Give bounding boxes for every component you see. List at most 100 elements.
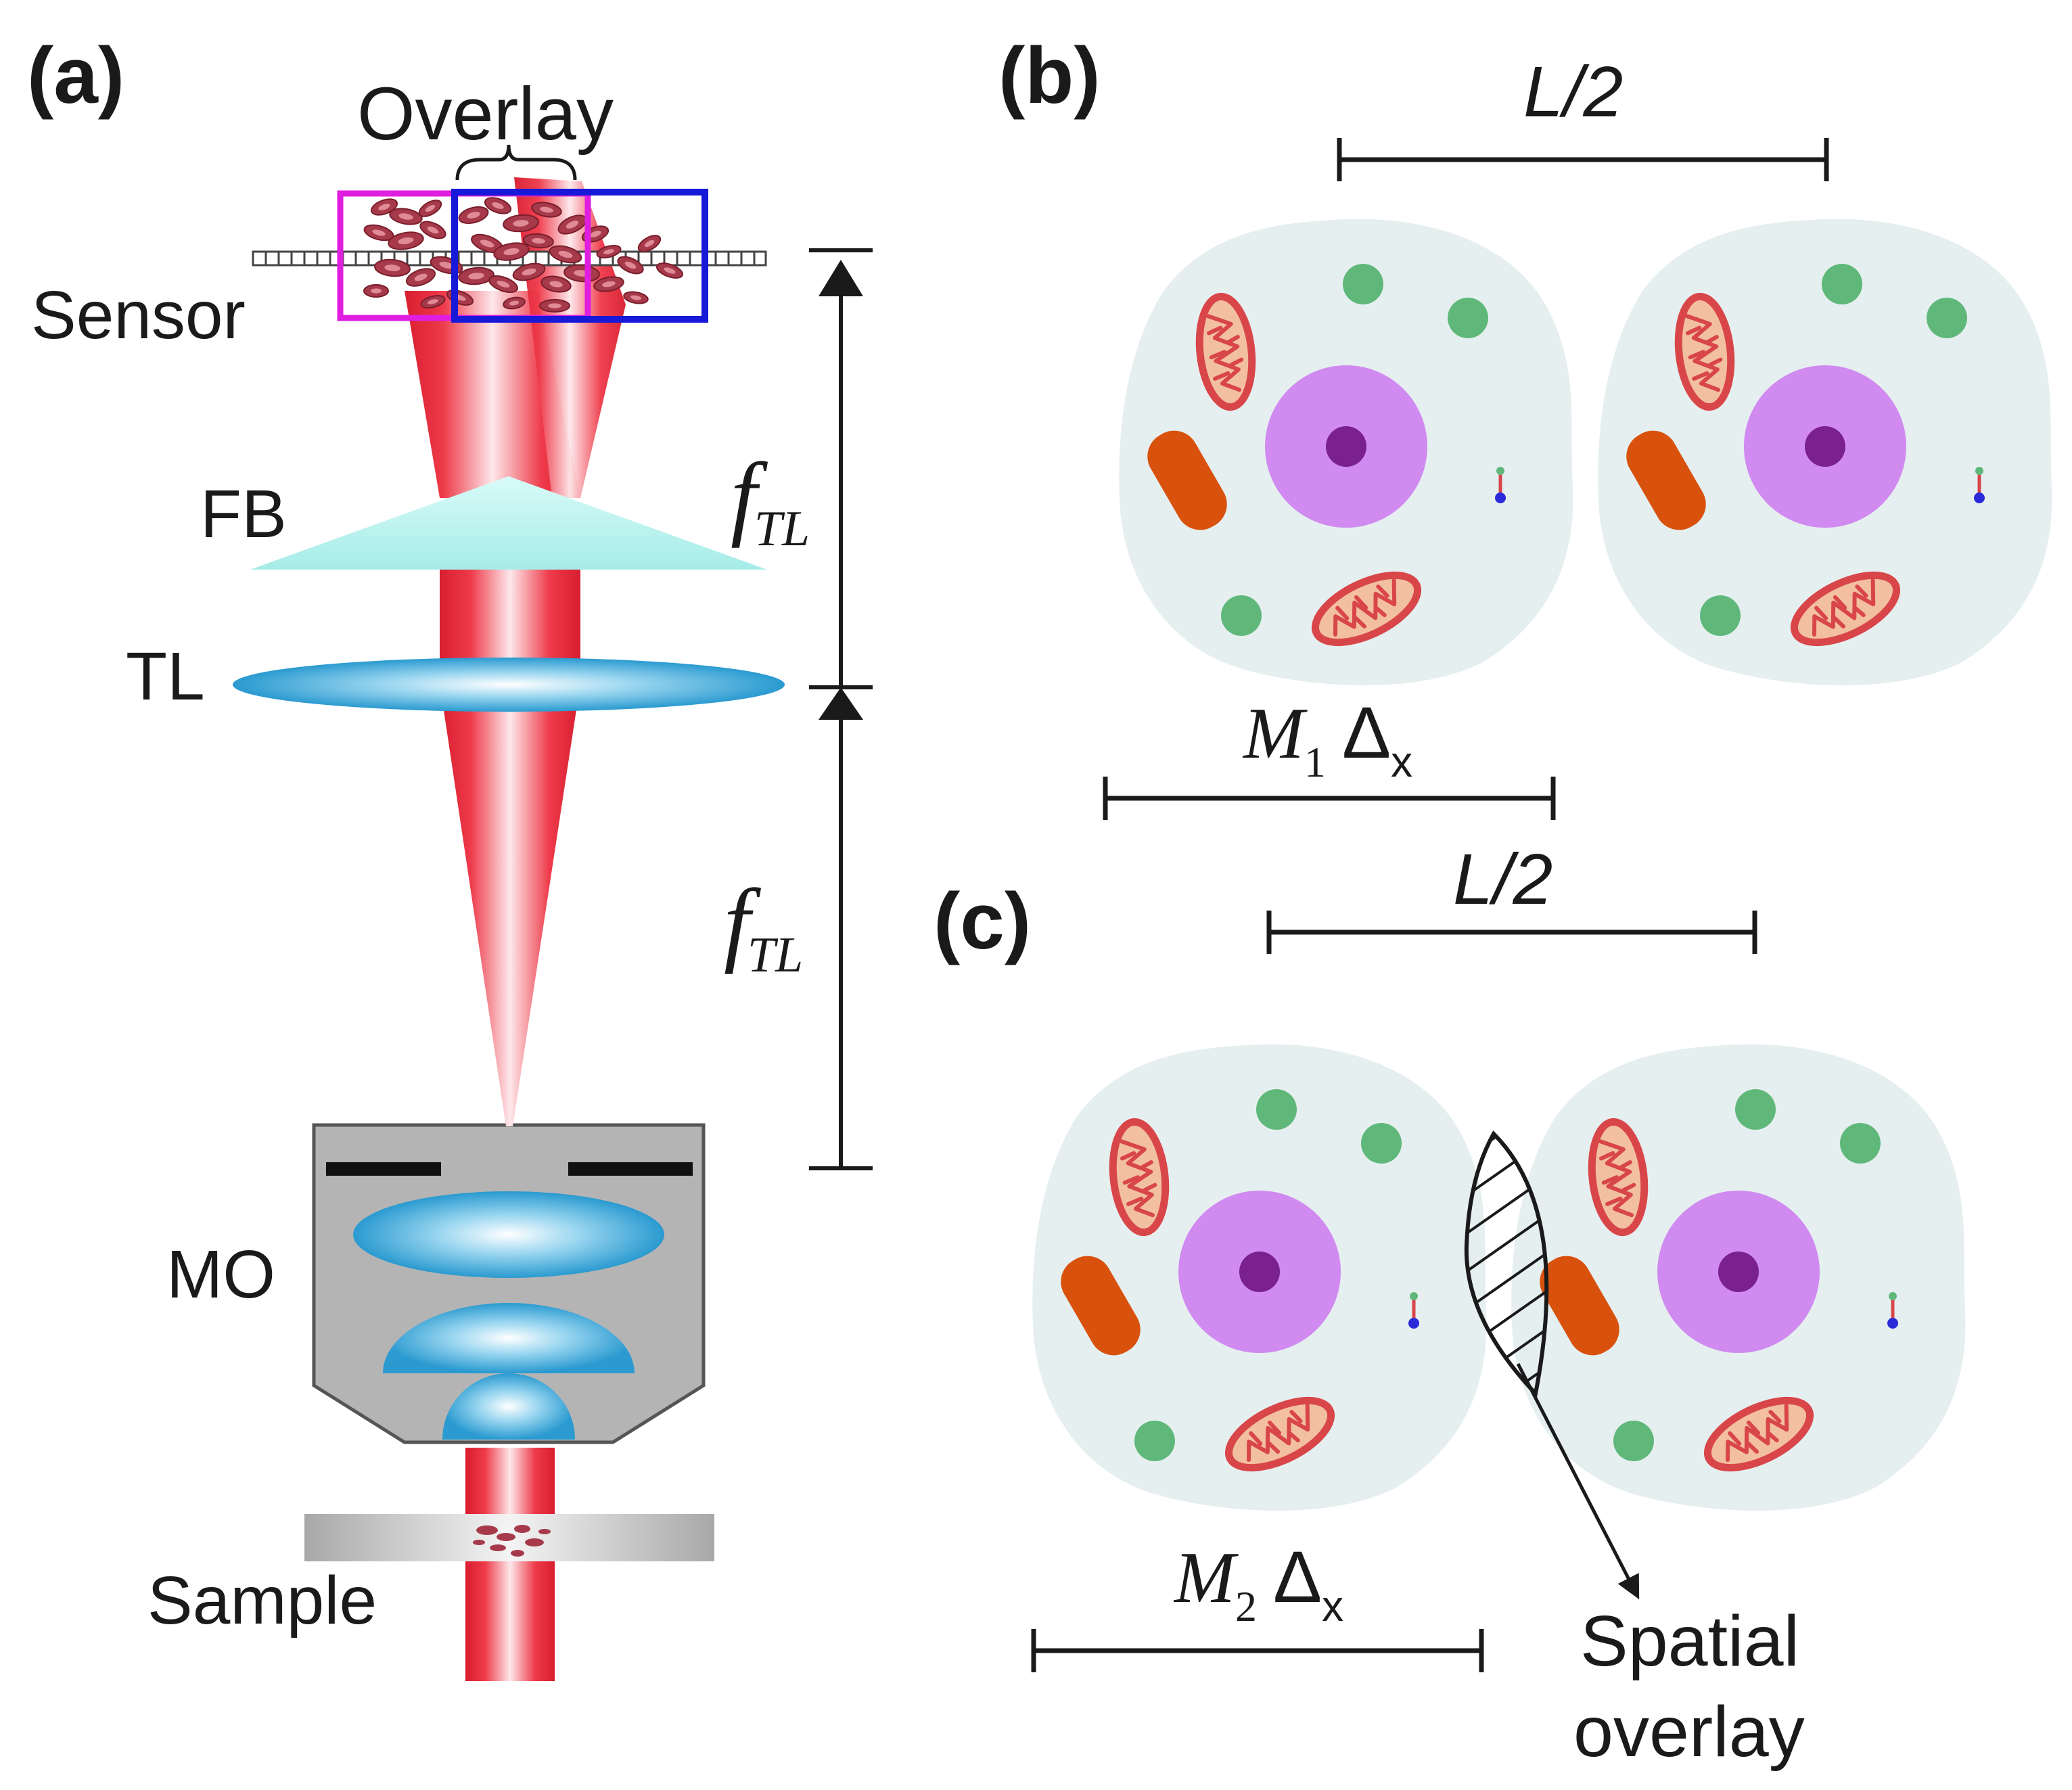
- red-blood-cell-center: [428, 299, 438, 304]
- objective-aperture-right: [568, 1162, 693, 1176]
- red-blood-cell-center: [589, 231, 601, 237]
- red-blood-cell-center: [384, 265, 400, 271]
- red-blood-cell-center: [497, 280, 510, 288]
- sample-label: Sample: [147, 1563, 377, 1638]
- panel-b-tag: (b): [998, 31, 1101, 120]
- red-blood-cell-center: [425, 204, 436, 212]
- cell-nucleolus: [1718, 1252, 1759, 1292]
- sensor-rbc-image: [363, 197, 684, 313]
- cell-vesicle: [1221, 595, 1262, 636]
- red-blood-cell-center: [378, 204, 390, 210]
- spatial-overlay-arrow: [1516, 1362, 1640, 1600]
- objective-lens-3: [442, 1373, 575, 1440]
- objective-aperture-left: [326, 1162, 441, 1176]
- red-blood-cell-center: [522, 268, 536, 276]
- red-blood-cell-center: [549, 281, 563, 288]
- panel-c-half-length-label: L/2: [1453, 840, 1552, 919]
- cell-vesicle: [1448, 298, 1488, 338]
- red-blood-cell-center: [480, 239, 494, 248]
- cell-centrosome-top: [1410, 1292, 1418, 1300]
- fb-label: FB: [200, 476, 287, 552]
- panel-a: (a) Overlay Sensor FB TL MO Sample fTL f…: [27, 31, 873, 1681]
- red-blood-cell-center: [664, 267, 676, 274]
- red-blood-cell-center: [603, 249, 614, 254]
- cell-c-left: [1032, 1044, 1487, 1511]
- red-blood-cell-center: [492, 202, 504, 209]
- tube-lens: [233, 658, 785, 712]
- converging-beam: [440, 683, 580, 1126]
- red-blood-cell-center: [602, 281, 616, 288]
- cell-centrosome-top: [1889, 1292, 1897, 1300]
- spatial-overlay-label-line1: Spatial: [1580, 1601, 1799, 1681]
- panel-b-half-length-label: L/2: [1523, 52, 1623, 132]
- sensor-box-right: [451, 189, 708, 323]
- red-blood-cell-center: [439, 261, 454, 269]
- cell-vesicle: [1613, 1421, 1654, 1461]
- cell-vesicle: [1840, 1123, 1881, 1164]
- red-blood-cell-center: [624, 261, 637, 269]
- cell-centrosome-top: [1496, 467, 1504, 475]
- spatial-overlay-region: [1464, 1130, 1549, 1398]
- overlay-brace: [455, 144, 577, 181]
- cell-b-left: [1119, 219, 1573, 686]
- cell-vesicle: [1927, 298, 1967, 338]
- panel-c-tag: (c): [934, 877, 1031, 966]
- red-blood-cell-center: [427, 226, 439, 234]
- cell-b-right: [1598, 219, 2052, 686]
- sample-cells: [473, 1525, 551, 1557]
- red-blood-cell-center: [398, 237, 414, 245]
- red-blood-cell-center: [468, 273, 484, 279]
- cell-nucleolus: [1805, 426, 1845, 467]
- focal-length-upper: fTL: [731, 444, 810, 557]
- fresnel-biprism: [250, 476, 767, 570]
- objective-lens-2: [383, 1303, 635, 1373]
- panel-c-half-length-bar: [1266, 911, 1757, 954]
- cell-nucleolus: [1326, 426, 1366, 467]
- cell-centrosome-base: [1974, 492, 1985, 503]
- overlay-label: Overlay: [357, 72, 614, 156]
- red-blood-cell-center: [398, 213, 413, 220]
- cell-vesicle: [1735, 1089, 1776, 1130]
- red-blood-cell-center: [644, 239, 655, 248]
- panel-b-half-length-bar: [1337, 138, 1829, 181]
- cell-vesicle: [1700, 595, 1741, 636]
- sensor-label: Sensor: [31, 277, 246, 353]
- focal-distance-indicator: [809, 248, 873, 1170]
- cell-centrosome-base: [1408, 1318, 1419, 1329]
- red-blood-cell-center: [630, 295, 641, 300]
- red-blood-cell-center: [503, 248, 520, 256]
- mo-label: MO: [166, 1237, 275, 1312]
- tl-label: TL: [126, 639, 205, 714]
- panel-c-magnified-shift-bar: [1031, 1629, 1484, 1672]
- red-blood-cell-center: [509, 300, 520, 306]
- red-blood-cell-center: [566, 221, 579, 229]
- red-blood-cell-center: [513, 220, 529, 227]
- cell-centrosome-base: [1887, 1318, 1898, 1329]
- red-blood-cell-center: [532, 237, 545, 244]
- red-blood-cell-center: [414, 273, 428, 281]
- red-blood-cell-center: [370, 288, 382, 294]
- cell-vesicle: [1343, 264, 1383, 304]
- cell-c-right: [1511, 1044, 1966, 1511]
- cell-vesicle: [1256, 1089, 1297, 1130]
- illumination-beam: [465, 1448, 555, 1681]
- red-blood-cell-center: [467, 212, 480, 219]
- red-blood-cell-center: [548, 303, 561, 308]
- red-blood-cell-center: [540, 206, 553, 213]
- red-blood-cell-center: [558, 250, 573, 258]
- cell-centrosome-top: [1975, 467, 1983, 475]
- cell-vesicle: [1822, 264, 1862, 304]
- objective-lens-1: [353, 1191, 664, 1278]
- cell-nucleolus: [1239, 1252, 1280, 1292]
- cell-vesicle: [1361, 1123, 1402, 1164]
- panel-b-magnified-shift-bar: [1103, 777, 1556, 820]
- cell-vesicle: [1134, 1421, 1175, 1461]
- red-blood-cell-center: [372, 229, 386, 236]
- cell-centrosome-base: [1495, 492, 1506, 503]
- panel-a-tag: (a): [27, 31, 124, 120]
